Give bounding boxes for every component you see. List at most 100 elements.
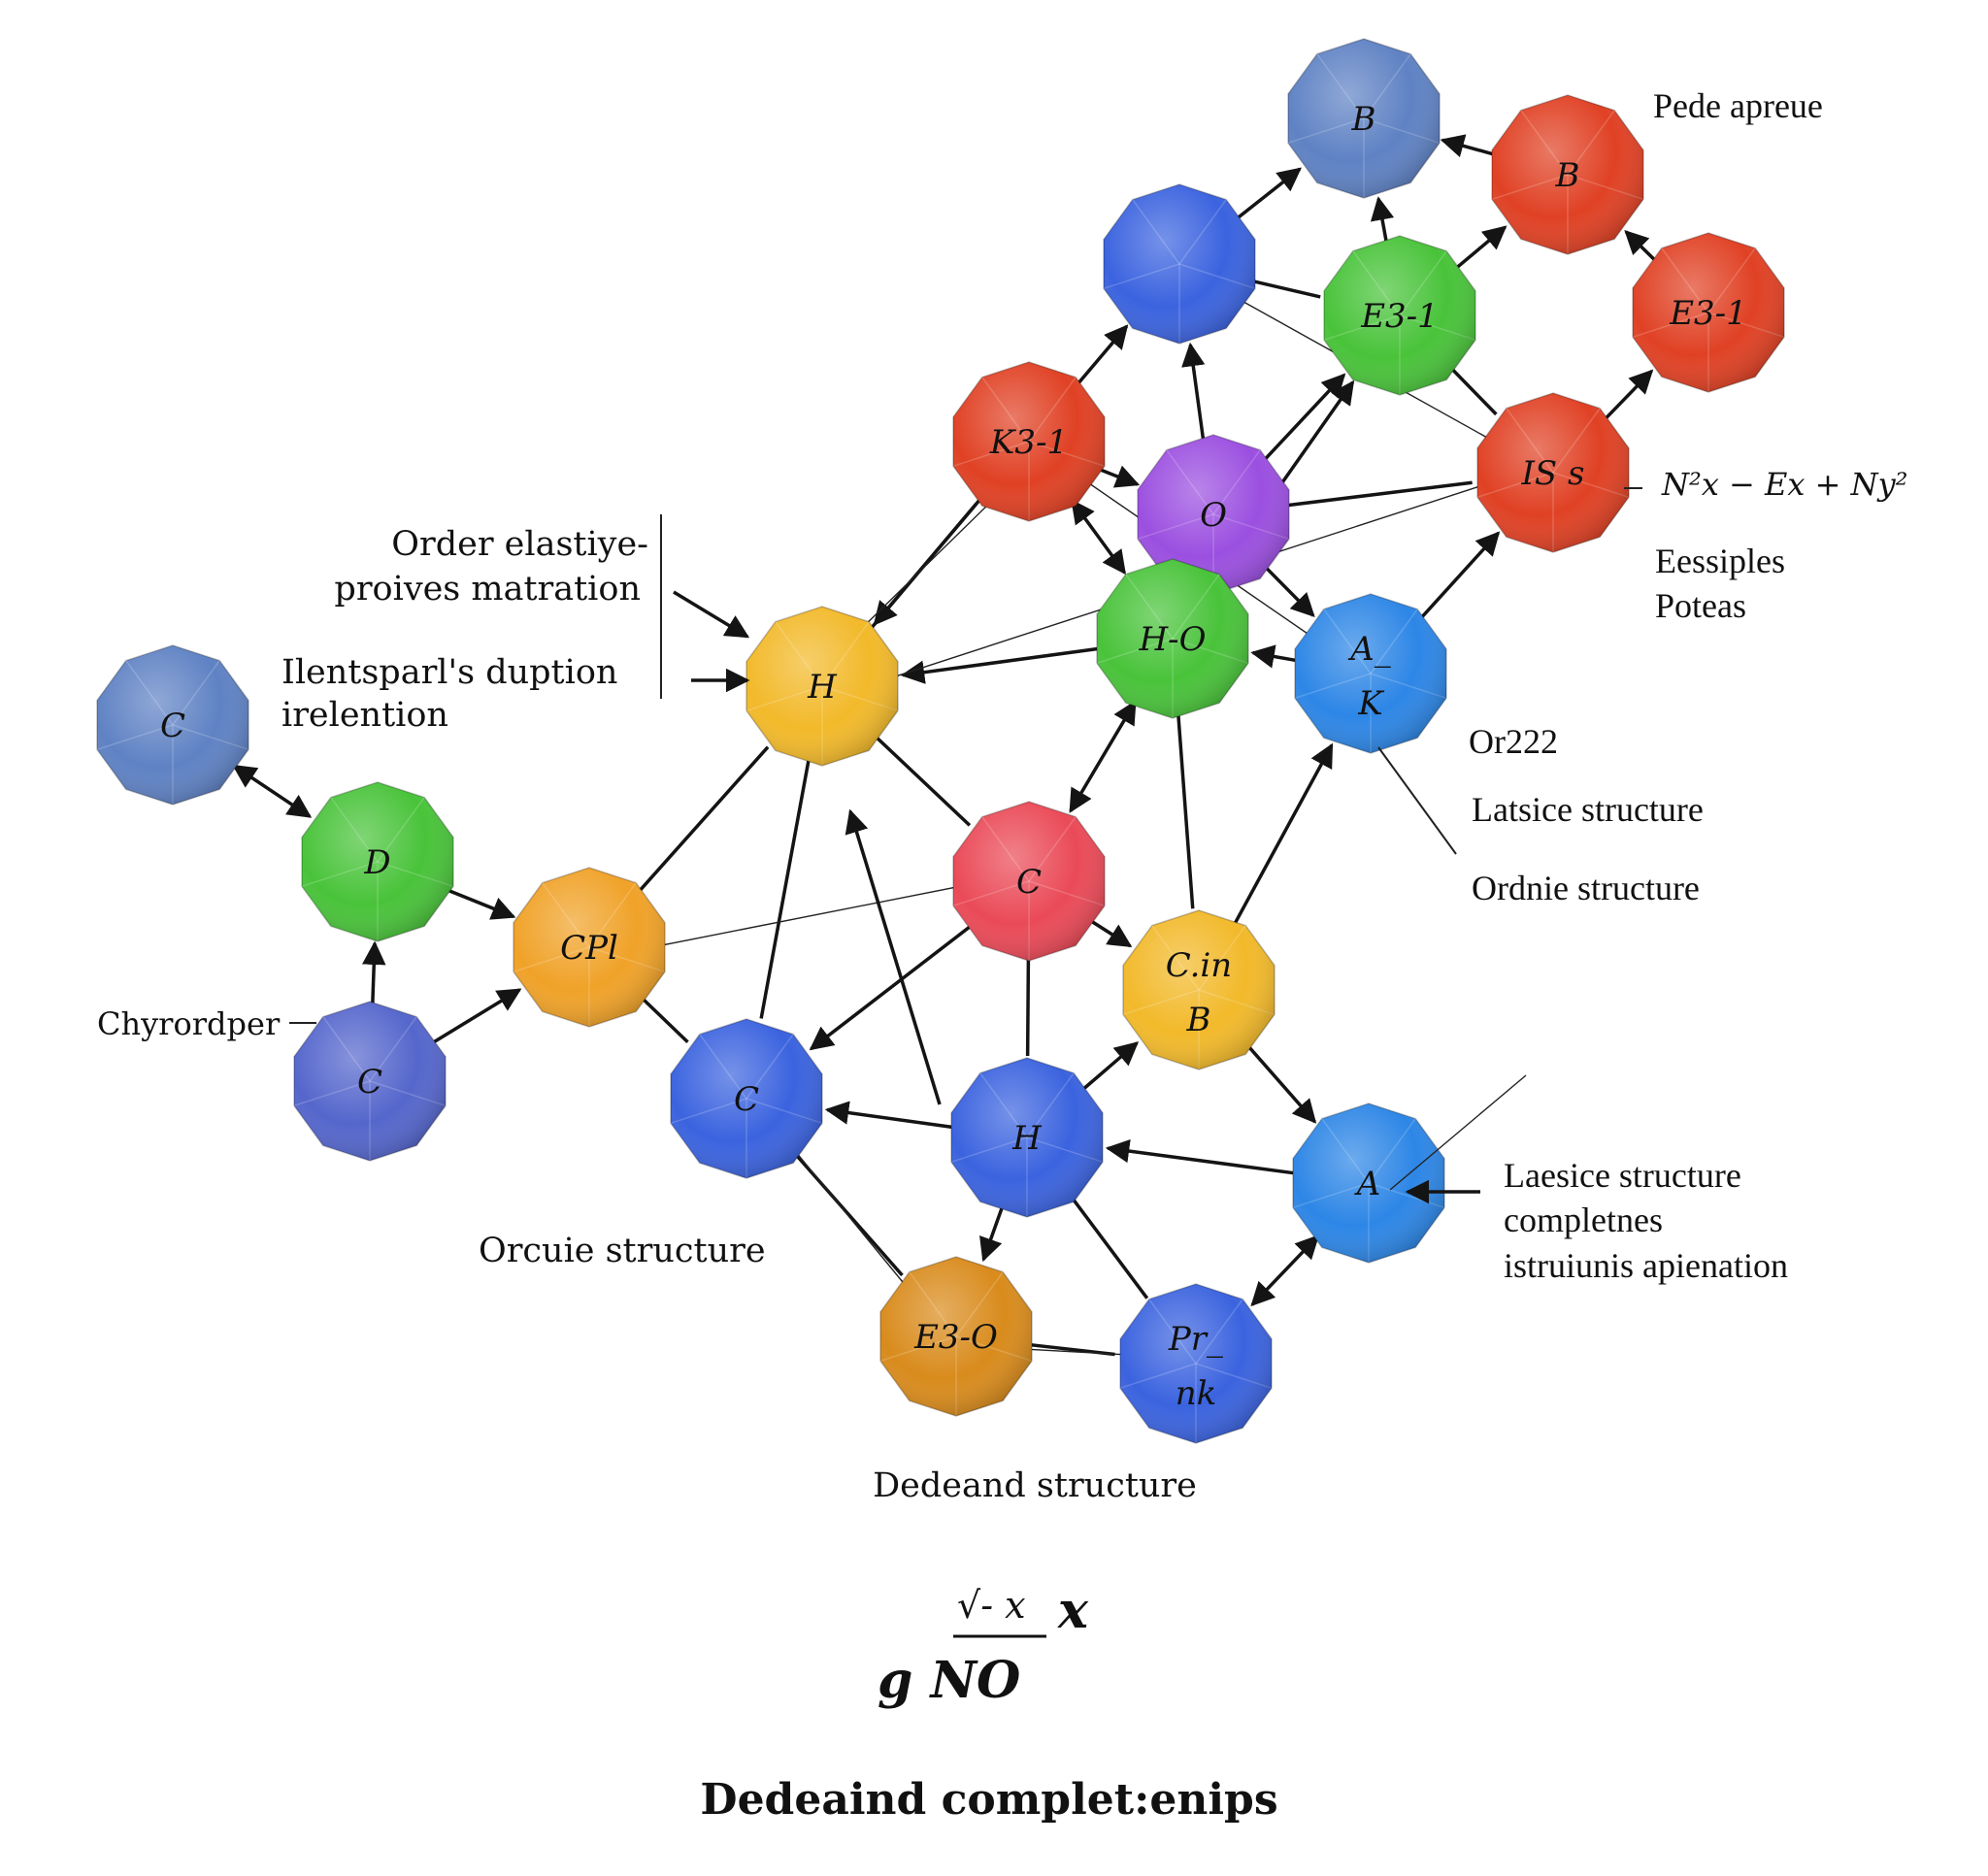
node-label: K xyxy=(1357,684,1385,723)
edge-a-k-is xyxy=(1418,531,1501,620)
ordnie-leader xyxy=(1377,746,1457,855)
node-shading xyxy=(1492,95,1643,254)
edge-h-o-h-yellow xyxy=(900,646,1100,684)
edge-cin-b-a-k xyxy=(1232,742,1334,927)
label-laesice-structure: Laesice structure xyxy=(1504,1156,1741,1195)
node-label: C xyxy=(357,1063,382,1102)
node-label: B xyxy=(1555,156,1580,195)
edge-h-blue-e3-o xyxy=(979,1206,1005,1263)
node-label: O xyxy=(1200,496,1227,535)
node-shading xyxy=(951,1058,1103,1217)
node-c-red: C xyxy=(952,801,1106,962)
node-a-k: A_ K xyxy=(1294,593,1447,754)
node-shading xyxy=(953,362,1105,521)
node-label: C.in xyxy=(1166,946,1232,985)
node-shading xyxy=(1633,233,1784,392)
footer-title: Dedeaind complet:enips xyxy=(700,1775,1277,1825)
thin-edge-cpl-c-red xyxy=(602,874,1016,958)
node-o-purple: O xyxy=(1137,434,1290,595)
edge-h-yellow-k3 xyxy=(868,503,978,632)
laesice-thin-line xyxy=(1389,1074,1527,1191)
node-shading xyxy=(880,1257,1032,1416)
edge-cpl-c-blue xyxy=(641,997,689,1043)
label-poteas: Poteas xyxy=(1655,586,1746,625)
edge-e3-green-b-top xyxy=(1370,196,1395,244)
node-b-red: B xyxy=(1491,94,1644,255)
node-label: Pr_ xyxy=(1168,1320,1223,1359)
label-completnes: completnes xyxy=(1504,1201,1663,1239)
label-proives-matration: proives matration xyxy=(334,570,641,609)
formula-radical: √- x xyxy=(957,1584,1026,1627)
node-label: IS s xyxy=(1521,454,1585,493)
node-label: D xyxy=(363,843,390,882)
annotations: Pede apreue N²x − Ex + Ny² Eessiples Pot… xyxy=(97,86,1908,1505)
label-dedeand-structure: Dedeand structure xyxy=(873,1466,1197,1505)
node-label: A xyxy=(1354,1165,1381,1203)
node-label: B xyxy=(1351,100,1376,139)
label-chyrordper: Chyrordper xyxy=(97,1005,281,1042)
node-shading xyxy=(1120,1284,1272,1443)
label-eessiples: Eessiples xyxy=(1655,542,1785,580)
node-cpl: CPl xyxy=(513,867,666,1028)
node-d-green: D xyxy=(301,781,454,942)
formula-lower: g NO xyxy=(878,1651,1020,1710)
node-k3: K3-1 xyxy=(952,361,1106,522)
node-shading xyxy=(97,645,248,805)
node-label: A_ xyxy=(1347,630,1391,669)
node-shading xyxy=(671,1019,822,1178)
edge-d-green-cpl xyxy=(445,887,516,920)
node-shading xyxy=(1097,559,1248,718)
free-arrow xyxy=(845,808,942,1105)
node-pr-nk: Pr_nk xyxy=(1119,1283,1273,1444)
edge-is-e3-red xyxy=(1603,369,1654,421)
node-shading xyxy=(1104,184,1255,344)
edge-h-yellow-c-blue xyxy=(759,758,812,1019)
edge-a-blue-pr-nk xyxy=(1250,1234,1320,1307)
node-h-blue: H xyxy=(950,1057,1104,1218)
label-istruiunis-apienation: istruiunis apienation xyxy=(1504,1246,1788,1285)
node-label: H-O xyxy=(1138,620,1206,659)
edge-o-purple-e3-green xyxy=(1262,373,1346,462)
label-pede-apreue: Pede apreue xyxy=(1653,86,1823,125)
node-c-indigo: C xyxy=(293,1001,447,1162)
edge-o-purple-is xyxy=(1286,480,1473,508)
node-shading xyxy=(1477,393,1629,552)
node-label: B xyxy=(1186,1001,1211,1039)
edge-h-blue-pr-nk xyxy=(1070,1195,1149,1300)
edge-c-indigo-d-green xyxy=(362,940,386,1008)
edge-h-blue-cin-b xyxy=(1081,1041,1140,1091)
node-shading xyxy=(1293,1103,1444,1263)
node-shading xyxy=(294,1002,446,1161)
node-label: nk xyxy=(1176,1374,1217,1413)
edge-c-left-d-green xyxy=(232,764,313,818)
label-latsice-structure: Latsice structure xyxy=(1472,790,1704,829)
edge-k3-o-purple xyxy=(1097,465,1141,488)
node-a-blue: A xyxy=(1292,1103,1445,1264)
node-shading xyxy=(1324,236,1475,395)
edge-c-blue-e3-o xyxy=(793,1152,904,1277)
label-order-elastiye: Order elastiye- xyxy=(391,525,648,564)
edge-a-k-h-o xyxy=(1250,644,1299,669)
edge-h-yellow-c-red xyxy=(875,735,972,827)
node-e3-green: E3-1 xyxy=(1323,235,1476,396)
edge-o-purple-a-k xyxy=(1264,565,1315,617)
edge-blue-top-e3-green xyxy=(1250,279,1321,299)
edge-e3-red-b-red xyxy=(1624,230,1657,263)
node-b-top: B xyxy=(1287,38,1441,199)
node-label: E3-1 xyxy=(1360,297,1439,336)
node-e3-o: E3-O xyxy=(879,1256,1033,1417)
node-label: H xyxy=(1011,1119,1043,1158)
node-label: C xyxy=(160,707,185,745)
node-shading xyxy=(302,782,453,941)
node-is: IS s xyxy=(1476,392,1630,553)
edge-c-red-cin-b xyxy=(1090,919,1133,948)
node-label: CPl xyxy=(560,929,618,968)
node-h-yellow: H xyxy=(746,606,899,767)
edge-cpl-h-yellow xyxy=(637,745,770,894)
formula-suffix: x xyxy=(1057,1581,1089,1640)
edge-a-blue-h-blue xyxy=(1105,1138,1296,1175)
node-c-blue: C xyxy=(670,1018,823,1179)
edge-cin-b-a-blue xyxy=(1245,1043,1317,1124)
node-label: H xyxy=(807,668,838,707)
